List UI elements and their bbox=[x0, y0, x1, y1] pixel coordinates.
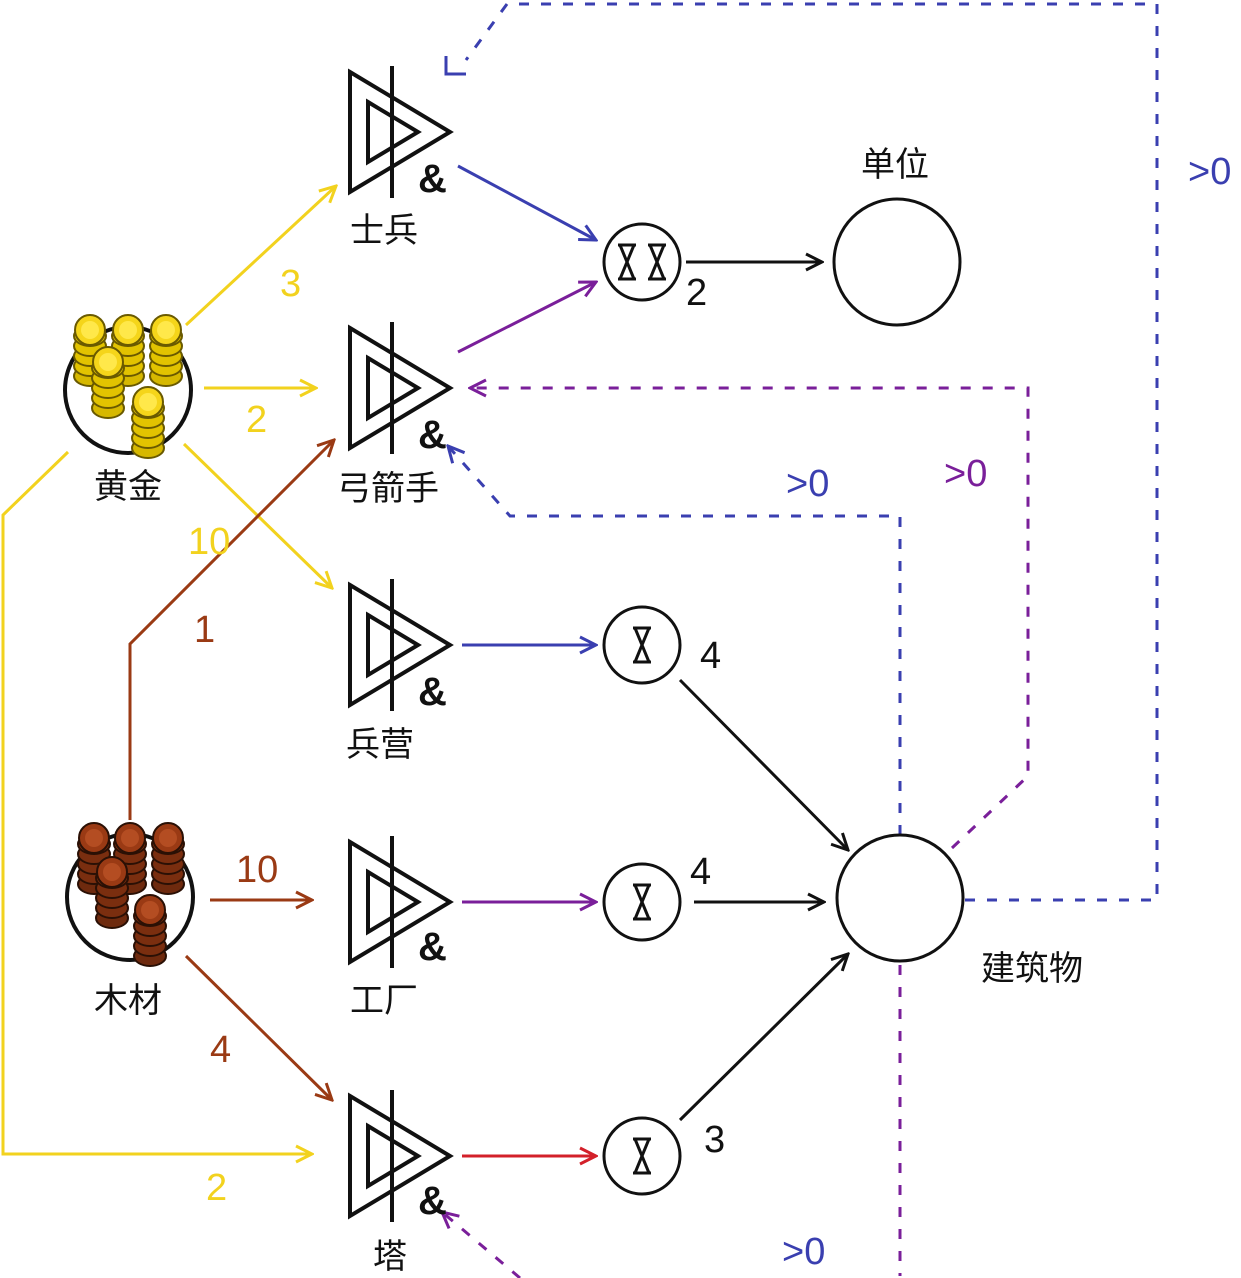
edge-wood-tower bbox=[184, 954, 332, 1100]
wood-label: 木材 bbox=[94, 981, 162, 1021]
feedback-loop-archer-purple bbox=[470, 388, 1030, 850]
feedback-loop-right-edge bbox=[464, 2, 1159, 902]
timer-tower: 3 bbox=[602, 1116, 725, 1196]
cost-gold-archer: 2 bbox=[246, 399, 267, 441]
edge-barracks-timer-buildings bbox=[678, 678, 848, 850]
edge-gold-soldier bbox=[184, 186, 336, 327]
gate-soldier-symbol: & bbox=[418, 157, 447, 201]
feedback-loop-tower-arrow bbox=[442, 1212, 521, 1278]
timer-units-value: 2 bbox=[686, 272, 707, 314]
pool-units: 单位 bbox=[832, 145, 962, 327]
cost-wood-archer-lower: 1 bbox=[194, 609, 215, 651]
cost-gold-soldier: 3 bbox=[280, 263, 301, 305]
edge-soldier-timer bbox=[457, 164, 596, 240]
gate-archer-label: 弓箭手 bbox=[337, 469, 439, 509]
gate-barracks-label: 兵营 bbox=[346, 725, 414, 765]
condition-archer-purple: >0 bbox=[944, 453, 987, 495]
timer-units: 2 bbox=[602, 222, 707, 314]
gate-tower-label: 塔 bbox=[373, 1237, 407, 1277]
gate-factory-label: 工厂 bbox=[350, 981, 418, 1021]
pool-buildings-label: 建筑物 bbox=[981, 949, 1083, 989]
gate-archer-symbol: & bbox=[418, 413, 447, 457]
gate-barracks: & 兵营 bbox=[346, 577, 452, 765]
cost-wood-tower: 4 bbox=[210, 1029, 231, 1071]
cost-wood-factory: 10 bbox=[236, 849, 278, 891]
wood-source: 木材 bbox=[65, 822, 195, 1021]
timer-factory-value: 4 bbox=[690, 851, 711, 893]
gate-archer: & 弓箭手 bbox=[337, 320, 452, 509]
timer-tower-value: 3 bbox=[704, 1119, 725, 1161]
gate-factory-symbol: & bbox=[418, 925, 447, 969]
gold-label: 黄金 bbox=[94, 467, 162, 507]
timer-barracks-value: 4 bbox=[700, 635, 721, 677]
gate-barracks-symbol: & bbox=[418, 670, 447, 714]
timer-barracks: 4 bbox=[602, 605, 721, 685]
condition-right-edge: >0 bbox=[1188, 151, 1231, 193]
timer-factory: 4 bbox=[602, 851, 711, 942]
gate-tower-symbol: & bbox=[418, 1179, 447, 1223]
gold-source: 黄金 bbox=[63, 314, 193, 507]
cost-wood-archer-upper: 10 bbox=[188, 521, 230, 563]
feedback-loop-right-edge-head bbox=[444, 56, 466, 76]
condition-archer-blue: >0 bbox=[786, 463, 829, 505]
gate-tower: & 塔 bbox=[348, 1088, 452, 1277]
feedback-loop-archer-blue bbox=[448, 446, 902, 835]
condition-tower-bottom: >0 bbox=[782, 1231, 825, 1273]
edge-archer-timer bbox=[457, 282, 596, 354]
gate-soldier-label: 士兵 bbox=[350, 211, 418, 251]
gate-factory: & 工厂 bbox=[348, 834, 452, 1021]
pool-units-label: 单位 bbox=[861, 145, 929, 185]
gate-soldier: & 士兵 bbox=[348, 64, 452, 251]
pool-buildings: 建筑物 bbox=[835, 833, 1083, 989]
cost-gold-tower: 2 bbox=[206, 1167, 227, 1209]
edge-tower-timer-buildings bbox=[678, 954, 848, 1122]
edge-gold-tower bbox=[1, 450, 312, 1154]
edge-wood-archer bbox=[128, 440, 334, 820]
